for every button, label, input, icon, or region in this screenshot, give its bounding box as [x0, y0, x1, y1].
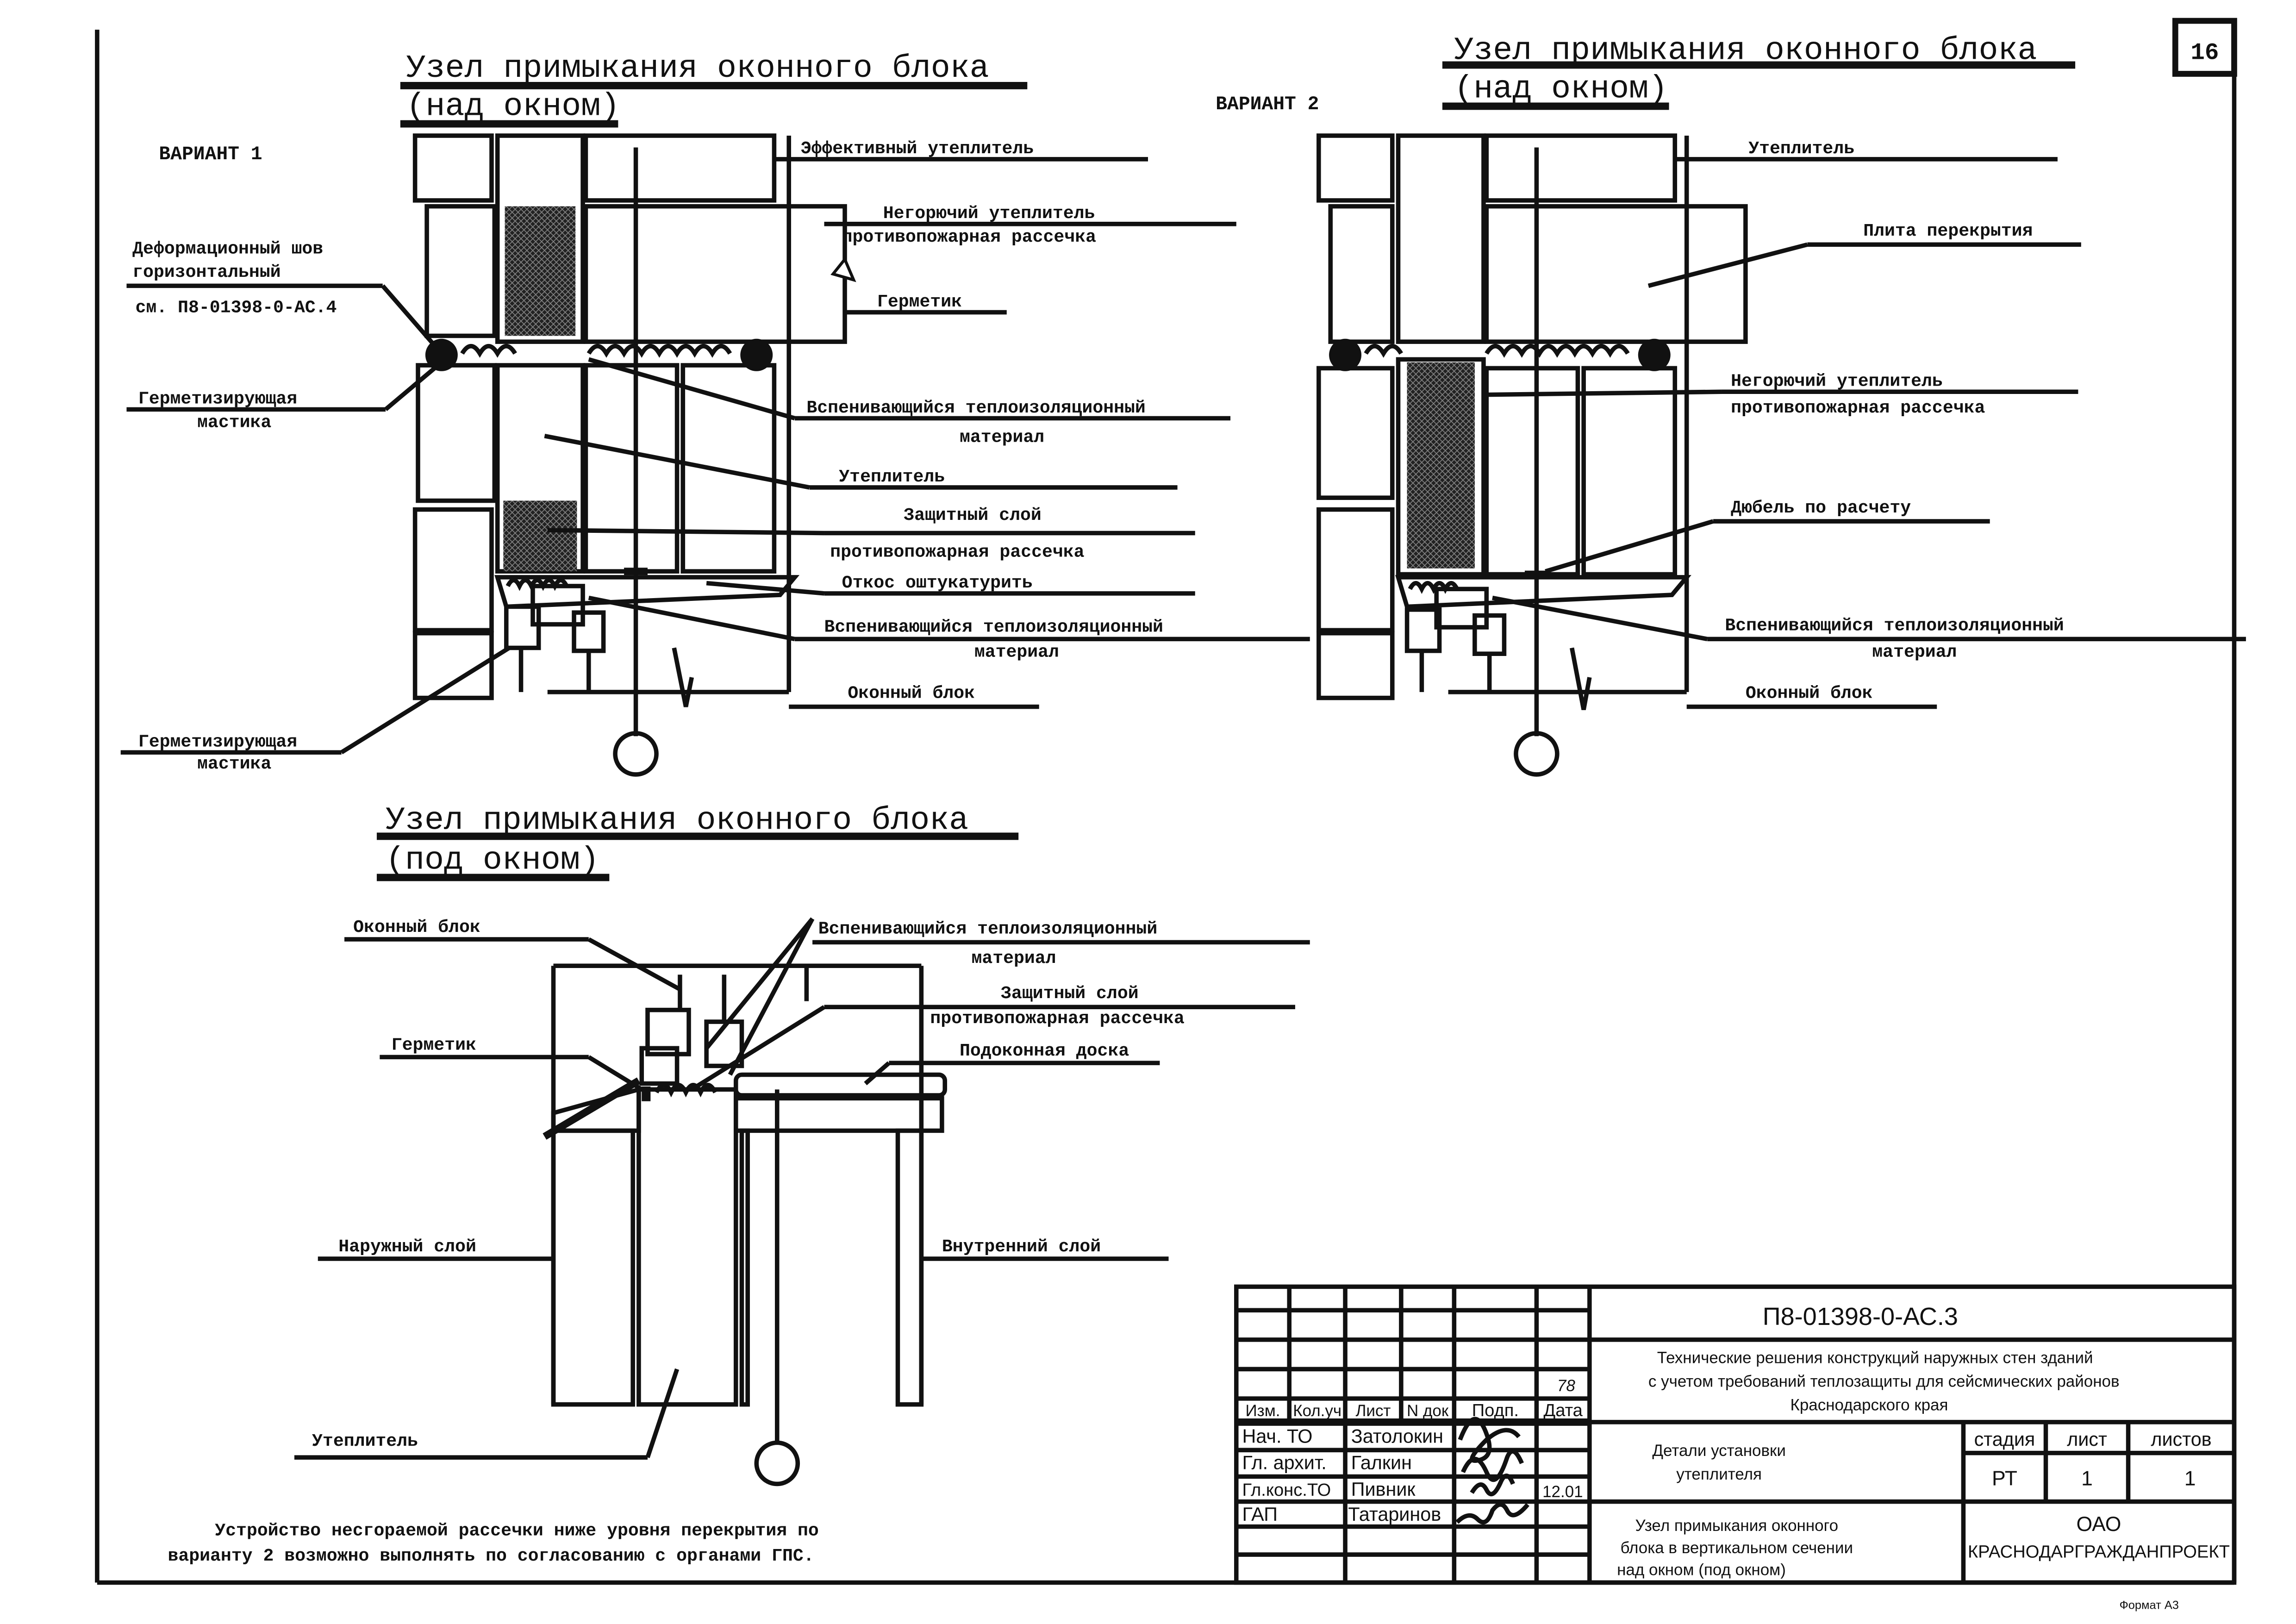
sheet-number-box: 16: [2172, 18, 2237, 77]
v3-inner-layer-label: Внутренний слой: [942, 1237, 1101, 1257]
v3-window-block-label: Оконный блок: [353, 918, 480, 937]
v2-subtitle: (над окном): [1454, 71, 1668, 107]
v1-deformation-joint-label-1: Деформационный шов: [132, 239, 323, 259]
doc-code: П8-01398-0-АС.3: [1763, 1303, 1958, 1330]
col-header-change: Изм.: [1246, 1402, 1280, 1420]
v2-fire-break-label: противопожарная рассечка: [1731, 398, 1985, 418]
v1-foaming-material-1: Вспенивающийся теплоизоляционный: [806, 398, 1145, 418]
sheet-title-3: над окном (под окном): [1617, 1561, 1786, 1579]
name-tatarinov: Татаринов: [1348, 1504, 1441, 1525]
v1-sealing-mastic-bottom-1: Герметизирующая: [138, 732, 297, 752]
v3-insulation-label: Утеплитель: [312, 1431, 418, 1451]
name-zatolokin: Затолокин: [1351, 1425, 1443, 1447]
v2-variant-label: ВАРИАНТ 2: [1216, 94, 1319, 115]
title-block: П8-01398-0-АС.3 Технические решения конс…: [1234, 1284, 2237, 1585]
role-chief-constructor: Гл.конс.ТО: [1242, 1480, 1331, 1500]
v1-effective-insulation-label: Эффективный утеплитель: [801, 139, 1034, 159]
v3-foaming-material-2: материал: [971, 949, 1056, 968]
format-label: Формат А3: [2119, 1599, 2178, 1612]
v1-foaming-material-b2: материал: [974, 643, 1059, 662]
col-header-count: Кол.уч: [1293, 1402, 1341, 1420]
sheets-value: 1: [2184, 1468, 2196, 1490]
v1-foaming-material-2: материал: [960, 427, 1044, 447]
v1-variant-label: ВАРИАНТ 1: [159, 144, 262, 165]
v3-sill-board-label: Подоконная доска: [960, 1041, 1129, 1061]
v3-outer-layer-label: Наружный слой: [338, 1237, 476, 1257]
v1-deformation-joint-ref: см. П8-01398-0-АС.4: [136, 298, 337, 318]
sheet-title-2: блока в вертикальном сечении: [1621, 1539, 1853, 1557]
v2-fireproof-insulation-label: Негорючий утеплитель: [1731, 372, 1943, 392]
sheet-value: 1: [2081, 1468, 2093, 1490]
name-galkin: Галкин: [1351, 1452, 1412, 1474]
signature-marks: [1455, 1417, 1529, 1524]
v2-foaming-material-2: материал: [1872, 643, 1957, 662]
detail-variant-2: Узел примыкания оконного блока (над окно…: [1216, 33, 2246, 777]
org-line-2: КРАСНОДАРГРАЖДАНПРОЕКТ: [1968, 1542, 2230, 1562]
v3-sealant-label: Герметик: [392, 1035, 476, 1055]
v1-title: Узел примыкания оконного блока: [406, 50, 989, 87]
name-pivnik: Пивник: [1351, 1479, 1416, 1500]
detail-variant-1: Узел примыкания оконного блока (над окно…: [120, 50, 1310, 777]
v1-slope-plaster-label: Откос оштукатурить: [842, 573, 1033, 593]
stage-value: РТ: [1992, 1468, 2017, 1490]
sheet-number: 16: [2190, 40, 2219, 67]
project-line-1: Технические решения конструкций наружных…: [1657, 1349, 2093, 1367]
handwritten-mark: 78: [1557, 1377, 1575, 1395]
section-line-1: Детали установки: [1652, 1442, 1786, 1460]
sign-date: 12.01: [1542, 1483, 1583, 1501]
role-chief-architect: Гл. архит.: [1242, 1452, 1326, 1474]
project-line-3: Краснодарского края: [1790, 1396, 1948, 1414]
general-note: Устройство несгораемой рассечки ниже уро…: [168, 1521, 818, 1566]
role-head-to: Нач. ТО: [1242, 1425, 1312, 1447]
col-header-docno: N док: [1407, 1402, 1449, 1420]
role-gap: ГАП: [1242, 1504, 1277, 1525]
v2-floor-slab-label: Плита перекрытия: [1863, 221, 2033, 241]
v1-fire-break-label: противопожарная рассечка: [842, 227, 1096, 247]
v3-fire-break-label: противопожарная рассечка: [930, 1009, 1184, 1029]
v2-insulation-label: Утеплитель: [1748, 139, 1854, 159]
v2-dowel-label: Дюбель по расчету: [1731, 498, 1911, 518]
note-line-2: варианту 2 возможно выполнять по согласо…: [168, 1546, 814, 1566]
v1-fire-break-2-label: противопожарная рассечка: [830, 542, 1084, 562]
v1-window-block-label: Оконный блок: [848, 684, 975, 704]
v1-sealant-label: Герметик: [877, 292, 962, 312]
col-header-signature: Подп.: [1472, 1400, 1519, 1420]
note-line-1: Устройство несгораемой рассечки ниже уро…: [215, 1521, 819, 1541]
v1-sealing-mastic-bottom-2: мастика: [197, 754, 271, 774]
col-header-date: Дата: [1543, 1400, 1583, 1420]
section-line-2: утеплителя: [1676, 1465, 1762, 1483]
v3-foaming-material-1: Вспенивающийся теплоизоляционный: [818, 919, 1157, 939]
stage-header: стадия: [1974, 1429, 2035, 1450]
v1-fireproof-insulation-label: Негорючий утеплитель: [883, 204, 1095, 224]
v2-foaming-material-1: Вспенивающийся теплоизоляционный: [1725, 616, 2064, 636]
v1-deformation-joint-label-2: горизонтальный: [132, 262, 281, 282]
col-header-sheet: Лист: [1355, 1402, 1391, 1420]
v3-subtitle: (под окном): [386, 842, 599, 879]
sheet-header: лист: [2067, 1429, 2107, 1450]
v1-sealing-mastic-top-1: Герметизирующая: [138, 389, 297, 409]
v3-protective-layer-label: Защитный слой: [1001, 984, 1139, 1004]
sheet-title-1: Узел примыкания оконного: [1635, 1517, 1839, 1535]
v1-foaming-material-b1: Вспенивающийся теплоизоляционный: [824, 618, 1163, 637]
v1-insulation-label: Утеплитель: [839, 467, 945, 487]
v1-subtitle: (над окном): [406, 89, 620, 125]
detail-under-window: Узел примыкания оконного блока (под окно…: [294, 803, 1310, 1487]
project-line-2: с учетом требований теплозащиты для сейс…: [1648, 1373, 2120, 1391]
v1-protective-layer-label: Защитный слой: [904, 506, 1042, 525]
v2-window-block-label: Оконный блок: [1746, 684, 1873, 704]
sheets-header: листов: [2151, 1429, 2211, 1450]
org-line-1: ОАО: [2076, 1513, 2121, 1536]
v1-sealing-mastic-top-2: мастика: [197, 413, 271, 433]
